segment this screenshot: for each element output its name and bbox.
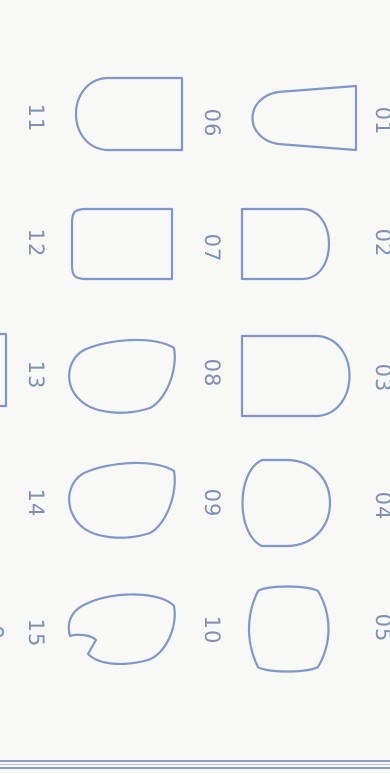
shape-10 xyxy=(66,592,181,672)
item-label-15: 15 xyxy=(23,607,49,659)
item-label-02: 02 xyxy=(370,217,390,269)
item-label-05: 05 xyxy=(370,602,390,654)
border-line xyxy=(0,764,390,765)
shape-09 xyxy=(66,463,181,543)
shape-01 xyxy=(238,84,358,154)
border-line xyxy=(0,760,390,762)
item-label-11: 11 xyxy=(23,92,49,144)
shape-03 xyxy=(238,332,363,422)
item-label-14: 14 xyxy=(23,477,49,529)
shape-02 xyxy=(238,205,348,285)
item-label-12: 12 xyxy=(23,217,49,269)
shape-08 xyxy=(66,340,181,420)
item-label-09: 09 xyxy=(199,477,225,529)
item-label-06: 06 xyxy=(199,97,225,149)
shape-05 xyxy=(246,585,336,675)
item-label-01: 01 xyxy=(370,95,390,147)
item-label-03: 03 xyxy=(370,352,390,404)
shape-15-partial xyxy=(0,626,6,638)
shape-13-partial xyxy=(0,330,12,410)
shape-07 xyxy=(68,205,178,285)
item-label-04: 04 xyxy=(370,480,390,532)
item-label-07: 07 xyxy=(199,222,225,274)
shape-06 xyxy=(66,74,186,154)
shape-04 xyxy=(238,456,348,551)
item-label-08: 08 xyxy=(199,347,225,399)
border-line xyxy=(0,767,390,769)
item-label-13: 13 xyxy=(23,349,49,401)
item-label-10: 10 xyxy=(199,604,225,656)
